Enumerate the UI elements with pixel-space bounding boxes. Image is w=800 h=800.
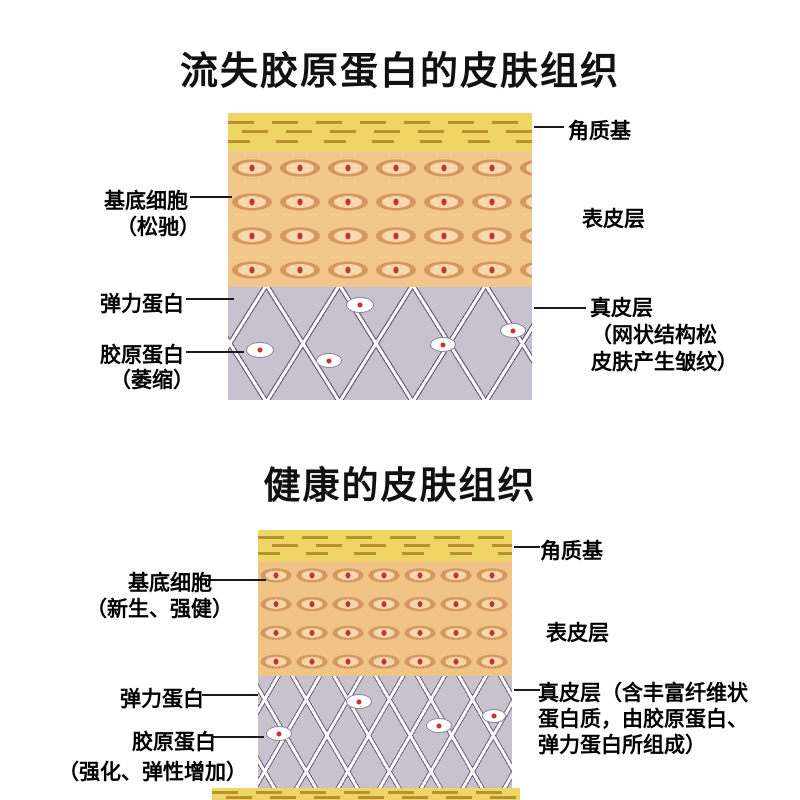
label-basal-cells-note-bottom: （新生、强健） [86,597,233,621]
pointer-line-keratin-bottom [514,546,540,548]
label-dermis-line2-bottom: 蛋白质，由胶原蛋白、 [538,707,748,731]
label-dermis-note-line2-top: 皮肤产生皱纹） [591,350,738,374]
collagen-cell [346,694,372,709]
partial-next-diagram-strip [212,788,520,800]
top-diagram-title: 流失胶原蛋白的皮肤组织 [179,49,620,93]
pointer-line-basal-bottom [206,579,266,581]
collagen-cell [430,337,456,352]
label-collagen-bottom: 胶原蛋白 [132,730,216,754]
pointer-line-dermis-bottom [514,689,540,691]
healthy-skin-diagram [258,530,512,795]
pointer-line-dermis-top [534,307,586,309]
label-elastin-bottom: 弹力蛋白 [120,687,204,711]
label-epidermis-layer-bottom: 表皮层 [546,621,609,645]
label-keratin-layer-bottom: 角质基 [540,539,603,563]
pointer-line-basal-top [190,196,232,198]
label-dermis-note-line1-top: （网状结构松 [591,323,717,347]
aged-epidermis-layer [228,151,532,287]
label-basal-cells-top: 基底细胞 [104,189,188,213]
label-dermis-layer-top: 真皮层 [590,296,653,320]
label-basal-cells-note-top: （松驰） [116,215,200,239]
collagen-cell [316,353,342,368]
collagen-cell [482,709,506,723]
collagen-cell [500,323,526,338]
label-basal-cells-bottom: 基底细胞 [128,571,212,595]
aged-skin-diagram [228,113,532,400]
bottom-diagram-title: 健康的皮肤组织 [263,464,537,507]
label-dermis-line1-bottom: 真皮层（含丰富纤维状 [538,681,748,705]
pointer-line-elastin-bottom [202,694,258,696]
pointer-line-collagen-top [186,351,244,353]
pointer-line-keratin-top [534,126,564,128]
label-collagen-note-bottom: （强化、弹性增加） [58,760,247,784]
label-epidermis-layer-top: 表皮层 [582,207,645,231]
healthy-epidermis-layer [258,561,512,676]
pointer-line-elastin-top [186,298,234,300]
label-dermis-line3-bottom: 弹力蛋白所组成） [538,733,706,757]
healthy-dermis-layer [258,676,512,795]
aged-keratin-layer [228,113,532,151]
label-collagen-note-top: （萎缩） [110,368,194,392]
label-keratin-layer-top: 角质基 [568,119,631,143]
collagen-cell [426,718,452,733]
collagen-cell [246,342,274,358]
aged-dermis-layer [228,287,532,400]
collagen-cell [346,297,374,313]
label-collagen-top: 胶原蛋白 [100,343,184,367]
collagen-cell [266,726,292,741]
pointer-line-collagen-bottom [212,736,264,738]
healthy-keratin-layer [258,530,512,561]
label-elastin-top: 弹力蛋白 [100,292,184,316]
